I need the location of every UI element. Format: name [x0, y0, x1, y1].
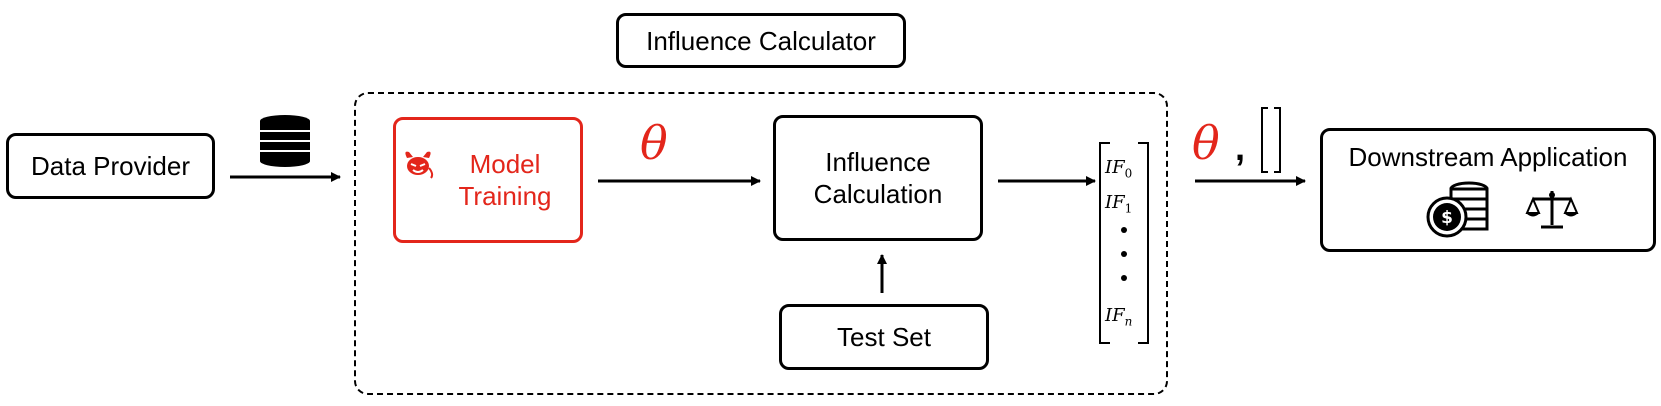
influence-calculator-frame [354, 92, 1168, 395]
vector-ellipsis-dot [1121, 251, 1127, 257]
model-training-label: Model Training [458, 149, 552, 211]
downstream-application-label: Downstream Application [1348, 142, 1628, 172]
output-comma: , [1235, 127, 1246, 168]
influence-calculator-title-text: Influence Calculator [646, 25, 876, 56]
vector-entry-sub: 1 [1124, 201, 1133, 216]
influence-calculator-title: Influence Calculator [616, 13, 906, 68]
svg-text:$: $ [1441, 208, 1453, 228]
coins-icon: $ [1426, 181, 1489, 238]
influence-calculation-label: Influence Calculation [813, 147, 943, 209]
vector-entry-base: IF [1105, 157, 1125, 178]
vector-entry-base: IF [1105, 192, 1125, 213]
balance-scale-icon [1525, 191, 1579, 229]
vector-entry-if1: IF1 [1105, 192, 1132, 220]
data-provider-node: Data Provider [6, 133, 215, 199]
vector-ellipsis-dot [1121, 275, 1127, 281]
test-set-node: Test Set [779, 304, 989, 370]
data-provider-label: Data Provider [31, 151, 190, 181]
output-vector-left-bracket [1261, 107, 1268, 173]
downstream-application-node: Downstream Application $ [1320, 128, 1656, 252]
vector-right-bracket [1138, 142, 1149, 344]
vector-entry-base: IF [1105, 305, 1125, 326]
vector-entry-sub: n [1124, 314, 1133, 329]
devil-icon [405, 151, 434, 179]
vector-entry-if0: IF0 [1105, 157, 1132, 185]
vector-left-bracket [1099, 142, 1110, 344]
output-vector-right-bracket [1274, 107, 1281, 173]
vector-entry-sub: 0 [1124, 166, 1133, 181]
vector-entry-ifn: IFn [1105, 305, 1132, 333]
theta-label: θ [640, 116, 668, 170]
database-icon [260, 115, 310, 167]
test-set-label: Test Set [837, 322, 931, 352]
model-training-node: Model Training [393, 117, 583, 243]
vector-ellipsis-dot [1121, 227, 1127, 233]
output-theta-label: θ [1192, 116, 1220, 170]
influence-calculation-node: Influence Calculation [773, 115, 983, 241]
